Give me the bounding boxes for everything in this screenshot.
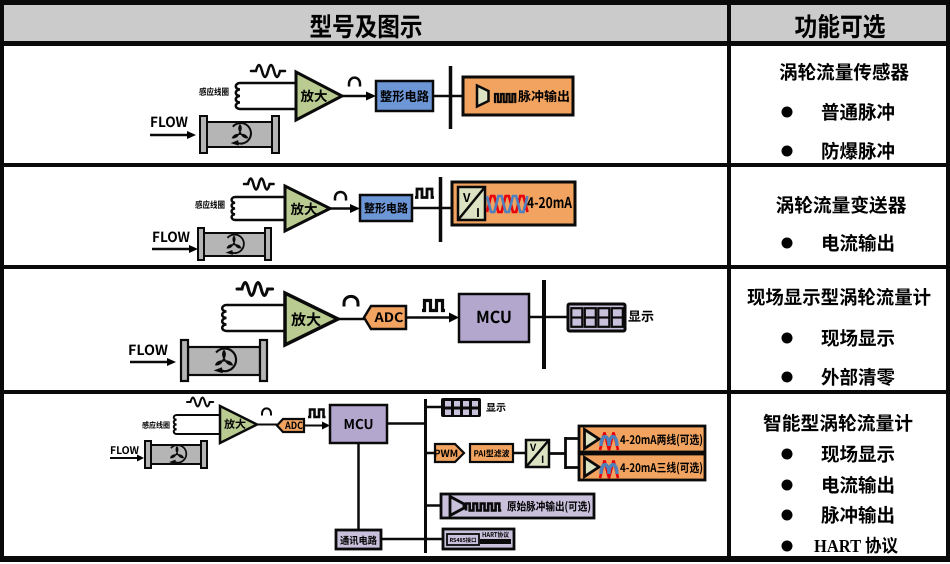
svg-text:ADC: ADC <box>284 417 303 432</box>
svg-text:脉冲输出: 脉冲输出 <box>821 501 895 528</box>
svg-text:现场显示: 现场显示 <box>821 440 895 467</box>
svg-text:FLOW: FLOW <box>152 227 190 247</box>
svg-text:电流输出: 电流输出 <box>821 471 895 498</box>
svg-text:显示: 显示 <box>486 399 506 414</box>
svg-text:FLOW: FLOW <box>150 112 188 132</box>
svg-text:放大: 放大 <box>224 416 246 432</box>
svg-text:现场显示: 现场显示 <box>821 324 895 351</box>
svg-text:电流输出: 电流输出 <box>821 229 895 256</box>
svg-text:功能可选: 功能可选 <box>795 7 886 44</box>
svg-text:普通脉冲: 普通脉冲 <box>821 98 895 125</box>
svg-text:原始脉冲输出(可选): 原始脉冲输出(可选) <box>507 499 591 515</box>
svg-text:MCU: MCU <box>476 304 512 328</box>
svg-text:4-20mA三线(可选): 4-20mA三线(可选) <box>620 459 703 476</box>
svg-text:涡轮流量传感器: 涡轮流量传感器 <box>779 58 909 85</box>
svg-text:放大: 放大 <box>301 85 328 105</box>
svg-text:外部清零: 外部清零 <box>821 363 895 390</box>
svg-text:感应线圈: 感应线圈 <box>195 198 225 211</box>
svg-text:V: V <box>529 439 537 454</box>
svg-text:ADC: ADC <box>373 307 404 326</box>
svg-text:放大: 放大 <box>291 198 318 218</box>
svg-text:4-20mA: 4-20mA <box>527 192 572 213</box>
svg-text:I: I <box>541 451 544 466</box>
svg-text:4-20mA两线(可选): 4-20mA两线(可选) <box>620 431 703 448</box>
svg-text:整形电路: 整形电路 <box>380 86 429 105</box>
svg-text:FLOW: FLOW <box>128 340 168 360</box>
svg-text:型号及图示: 型号及图示 <box>310 7 423 44</box>
svg-text:防爆脉冲: 防爆脉冲 <box>821 137 895 164</box>
svg-text:通讯电路: 通讯电路 <box>340 532 377 547</box>
svg-text:脉冲输出: 脉冲输出 <box>518 86 570 105</box>
svg-text:涡轮流量变送器: 涡轮流量变送器 <box>776 191 907 218</box>
svg-text:RS485接口: RS485接口 <box>450 536 477 544</box>
svg-text:智能型涡轮流量计: 智能型涡轮流量计 <box>763 409 913 436</box>
svg-text:MCU: MCU <box>344 413 374 433</box>
svg-text:感应线圈: 感应线圈 <box>142 420 170 431</box>
svg-text:现场显示型涡轮流量计: 现场显示型涡轮流量计 <box>747 283 931 310</box>
svg-text:HART协议: HART协议 <box>482 529 509 539</box>
svg-text:I: I <box>476 204 480 221</box>
svg-text:感应线圈: 感应线圈 <box>199 85 229 98</box>
svg-text:FLOW: FLOW <box>110 443 139 458</box>
svg-text:PWM: PWM <box>434 445 458 460</box>
svg-text:PAI型滤波: PAI型滤波 <box>474 448 510 460</box>
svg-text:显示: 显示 <box>628 306 654 325</box>
svg-text:V: V <box>462 189 471 206</box>
svg-text:HART 协议: HART 协议 <box>814 532 898 558</box>
svg-text:放大: 放大 <box>291 309 321 330</box>
svg-text:整形电路: 整形电路 <box>364 200 408 217</box>
